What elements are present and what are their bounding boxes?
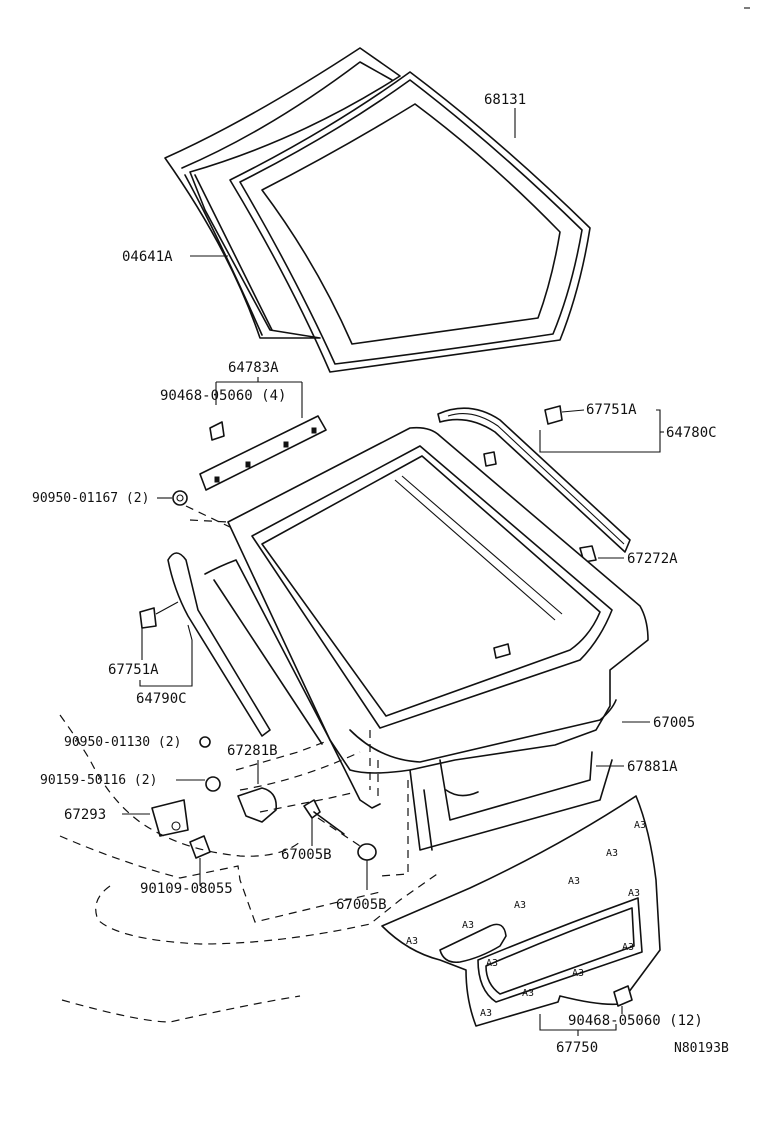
back-door-trim-67750: A3 A3 A3 A3 A3 A3 A3 A3 A3 A3 A3 A3 [381,795,661,1027]
svg-text:A3: A3 [406,936,418,947]
label-67881A: 67881A [627,759,678,775]
label-67751A-left: 67751A [108,662,159,678]
clip-icon-90468-05060 [613,985,633,1007]
svg-text:A3: A3 [480,1008,492,1019]
label-67751A-right: 67751A [586,402,637,418]
nut-icon [205,776,221,792]
label-67005: 67005 [653,715,695,731]
label-04641A: 04641A [122,249,173,265]
label-67281B: 67281B [227,743,278,759]
label-64780C: 64780C [666,425,717,441]
grommet-icon [172,490,188,506]
clip-icon [209,421,225,441]
svg-text:A3: A3 [486,958,498,969]
label-90468-05060-12: 90468-05060 (12) [568,1013,703,1029]
label-68131: 68131 [484,92,526,108]
svg-text:A3: A3 [622,942,634,953]
label-67005B-a: 67005B [281,847,332,863]
label-90109-08055: 90109-08055 [140,881,233,897]
label-90950-01130-2: 90950-01130 (2) [64,735,181,750]
svg-text:A3: A3 [462,920,474,931]
grommet-icon-67005B [357,843,377,861]
vehicle-body-outline [59,519,441,1023]
back-door-glass-68131 [229,71,591,373]
diagram-code: N80193B [674,1041,729,1056]
clip-icon-67751A-left [139,607,157,629]
svg-text:A3: A3 [628,888,640,899]
label-90159-50116-2: 90159-50116 (2) [40,773,157,788]
label-90468-05060-4: 90468-05060 (4) [160,388,286,404]
dash-line [185,505,233,529]
label-67293: 67293 [64,807,106,823]
svg-text:A3: A3 [572,968,584,979]
buffer-67281B [237,787,278,823]
label-64790C: 64790C [136,691,187,707]
label-67272A: 67272A [627,551,678,567]
label-67750: 67750 [556,1040,598,1056]
svg-text:A3: A3 [514,900,526,911]
svg-text:A3: A3 [568,876,580,887]
bracket-64790C [139,624,193,687]
svg-text:A3: A3 [634,820,646,831]
hinge-strip-64783A [199,415,327,491]
clip-icon-67751A-right [544,405,563,425]
label-90950-01167-2: 90950-01167 (2) [32,491,149,506]
back-door-panel-67005 [227,426,649,851]
label-67005B-b: 67005B [336,897,387,913]
weatherstrip-right-64780C [437,407,631,553]
bolt-icon [189,835,211,859]
bracket-64780C [539,409,661,453]
label-64783A: 64783A [228,360,279,376]
glass-dam-04641A [164,47,401,339]
bracket-64783A [215,377,303,418]
svg-text:A3: A3 [606,848,618,859]
weatherstrip-left-64790C [167,552,381,809]
grommet-icon-90950-01130 [199,736,211,748]
svg-text:A3: A3 [522,988,534,999]
bracket-67750 [539,1014,617,1036]
latch-67293 [151,799,189,837]
